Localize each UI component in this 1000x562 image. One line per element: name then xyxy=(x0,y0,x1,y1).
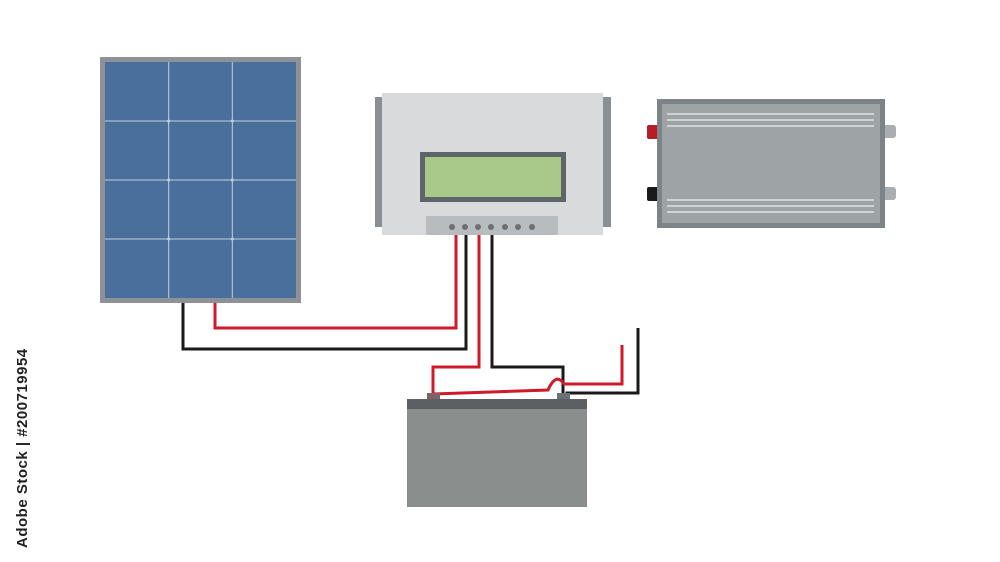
battery-positive-wire xyxy=(431,234,481,396)
controller-lcd-screen xyxy=(425,157,561,197)
inverter-body xyxy=(662,104,880,223)
battery-body xyxy=(407,409,587,507)
battery-top xyxy=(407,399,587,409)
solar-panel xyxy=(100,57,301,303)
solar-panel-cell-marks xyxy=(167,119,234,241)
controller-terminal-leds xyxy=(449,224,535,230)
battery-negative-wire xyxy=(490,234,565,396)
inverter xyxy=(647,99,896,228)
battery-terminal-negative xyxy=(557,393,570,401)
battery-terminal-positive xyxy=(427,393,440,401)
panel-positive-wire xyxy=(213,234,458,330)
inverter-vents xyxy=(667,113,874,213)
battery xyxy=(407,393,587,507)
load-positive-wire xyxy=(432,345,624,396)
charge-controller xyxy=(375,93,611,235)
image-id-text: Adobe Stock | #200719954 xyxy=(14,348,31,548)
load-negative-wire xyxy=(565,328,640,396)
panel-negative-wire xyxy=(181,234,468,351)
controller-side-left xyxy=(375,97,384,227)
controller-side-right xyxy=(602,97,611,227)
